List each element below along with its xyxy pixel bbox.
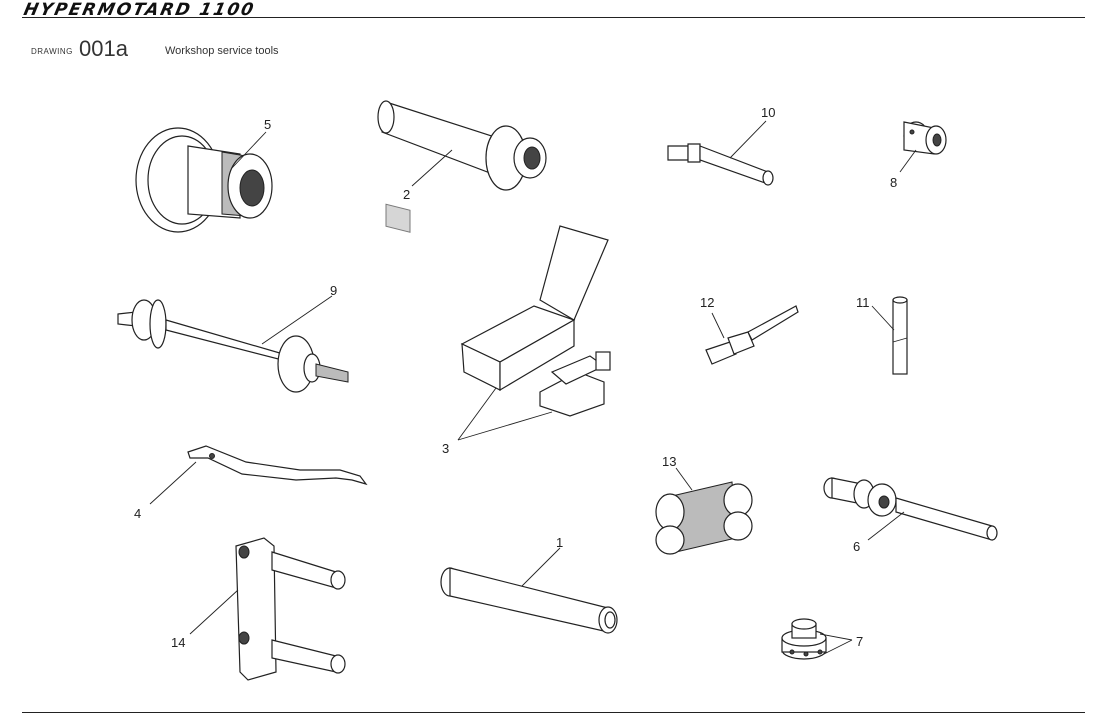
callout-9: 9 xyxy=(330,283,337,298)
callout-4: 4 xyxy=(134,506,141,521)
tool-13-knurled-sleeve[interactable] xyxy=(655,467,753,555)
tool-10-pin[interactable] xyxy=(667,120,774,186)
tool-3-box-and-holder[interactable] xyxy=(457,225,611,441)
callout-12: 12 xyxy=(700,295,714,310)
callout-1: 1 xyxy=(556,535,563,550)
tool-12-adapter[interactable] xyxy=(705,305,799,365)
tool-5-flange-puller[interactable] xyxy=(135,127,273,233)
callout-6: 6 xyxy=(853,539,860,554)
tool-7-stepped-button[interactable] xyxy=(781,618,853,660)
callout-14: 14 xyxy=(171,635,185,650)
callout-8: 8 xyxy=(890,175,897,190)
tool-9-puller-rod[interactable] xyxy=(117,295,349,393)
tool-1-long-shaft[interactable] xyxy=(440,547,618,634)
tool-4-hook-spanner[interactable] xyxy=(149,445,368,505)
drawing-label: DRAWING xyxy=(31,47,73,56)
tool-6-stepped-shaft[interactable] xyxy=(823,477,998,541)
footer-rule xyxy=(22,712,1085,713)
tool-11-vertical-pin[interactable] xyxy=(871,296,908,375)
callout-7: 7 xyxy=(856,634,863,649)
tool-14-fork-tool[interactable] xyxy=(189,537,346,681)
callout-3: 3 xyxy=(442,441,449,456)
drawing-number: 001a xyxy=(79,36,128,61)
callout-13: 13 xyxy=(662,454,676,469)
tool-8-coupling[interactable] xyxy=(899,121,947,173)
callout-10: 10 xyxy=(761,105,775,120)
header-rule xyxy=(22,17,1085,18)
tool-2-tube-drift[interactable] xyxy=(377,100,547,233)
callout-5: 5 xyxy=(264,117,271,132)
callout-2: 2 xyxy=(403,187,410,202)
callout-11: 11 xyxy=(856,295,870,310)
drawing-title: Workshop service tools xyxy=(165,45,279,57)
